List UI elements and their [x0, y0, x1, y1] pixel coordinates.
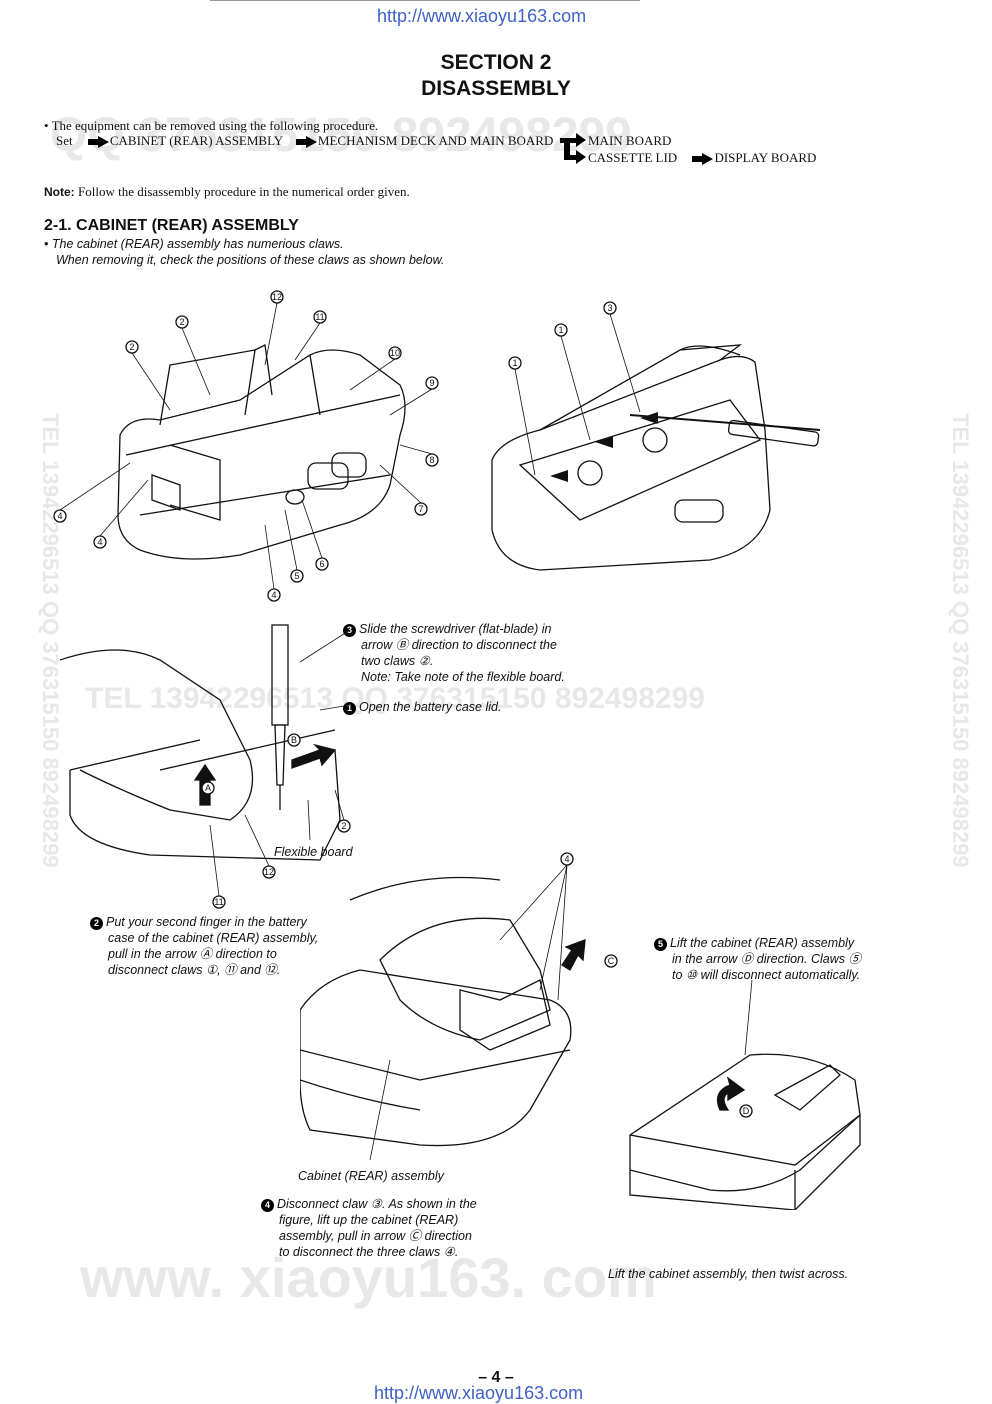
svg-text:4: 4	[271, 590, 276, 600]
page-number: – 4 –	[478, 1369, 514, 1386]
svg-text:2: 2	[341, 821, 346, 831]
svg-text:B: B	[291, 735, 297, 745]
claw-positions-figure-right: 3 1 1	[491, 301, 821, 571]
svg-text:2: 2	[129, 342, 134, 352]
svg-text:8: 8	[429, 455, 434, 465]
svg-text:11: 11	[315, 312, 324, 322]
svg-text:A: A	[205, 783, 211, 793]
procedure-flow: Set CABINET (REAR) ASSEMBLY MECHANISM DE…	[56, 133, 554, 149]
svg-text:2: 2	[179, 317, 184, 327]
svg-text:12: 12	[272, 292, 282, 302]
watermark-qq: QQ 376315150 892498299	[50, 109, 632, 162]
step4-number: 4	[261, 1199, 274, 1212]
svg-text:11: 11	[214, 897, 223, 907]
svg-text:3: 3	[607, 303, 612, 313]
flow-branch-main: MAIN BOARD	[588, 133, 672, 148]
svg-text:7: 7	[418, 504, 423, 514]
svg-text:1: 1	[558, 325, 563, 335]
footer-url[interactable]: http://www.xiaoyu163.com	[374, 1383, 584, 1403]
svg-text:5: 5	[294, 571, 299, 581]
svg-text:6: 6	[319, 559, 324, 569]
twist-cabinet-figure: D	[629, 980, 861, 1210]
watermark-side-right: TEL 13942296513 QQ 376315150 892498299	[948, 413, 973, 868]
watermark-tel: TEL 13942296513 QQ 376315150 892498299	[85, 682, 705, 715]
branch-arrow-icon	[560, 133, 586, 164]
svg-text:10: 10	[390, 348, 400, 358]
svg-text:C: C	[608, 956, 615, 966]
step2-number: 2	[90, 917, 103, 930]
svg-text:12: 12	[264, 867, 274, 877]
subsection-bullet1: • The cabinet (REAR) assembly has numeri…	[44, 237, 344, 251]
flow-branch-lid: CASSETTE LID DISPLAY BOARD	[588, 150, 817, 166]
svg-text:4: 4	[97, 537, 102, 547]
note: Note: Follow the disassembly procedure i…	[44, 184, 410, 199]
svg-text:D: D	[743, 1106, 750, 1116]
subsection-bullet2: When removing it, check the positions of…	[56, 253, 445, 267]
svg-text:9: 9	[429, 378, 434, 388]
claw-positions-figure-left: 12 11 2 2 10 9 8 7 4 4 6 5 4	[53, 290, 439, 602]
flexible-board-label: Flexible board	[274, 845, 353, 859]
top-rule	[210, 0, 640, 1]
svg-text:1: 1	[512, 358, 517, 368]
subsection-title: 2-1. CABINET (REAR) ASSEMBLY	[44, 217, 299, 234]
intro-text: • The equipment can be removed using the…	[44, 118, 379, 133]
cabinet-rear-label: Cabinet (REAR) assembly	[298, 1169, 444, 1183]
hand-screwdriver-figure: B A 2 12 11	[60, 624, 351, 909]
svg-text:4: 4	[564, 854, 569, 864]
arrow-icon	[692, 153, 714, 166]
watermark-site: www. xiaoyu163. com	[80, 1246, 657, 1309]
svg-text:4: 4	[57, 511, 62, 521]
section-subtitle: DISASSEMBLY	[421, 77, 571, 100]
lift-caption: Lift the cabinet assembly, then twist ac…	[608, 1267, 849, 1281]
header-url[interactable]: http://www.xiaoyu163.com	[377, 6, 587, 26]
section-title: SECTION 2	[440, 51, 552, 74]
lift-cabinet-figure: 4C	[300, 852, 618, 1161]
arrow-icon	[295, 136, 317, 149]
step5-number: 5	[654, 938, 667, 951]
arrow-icon	[87, 136, 109, 149]
